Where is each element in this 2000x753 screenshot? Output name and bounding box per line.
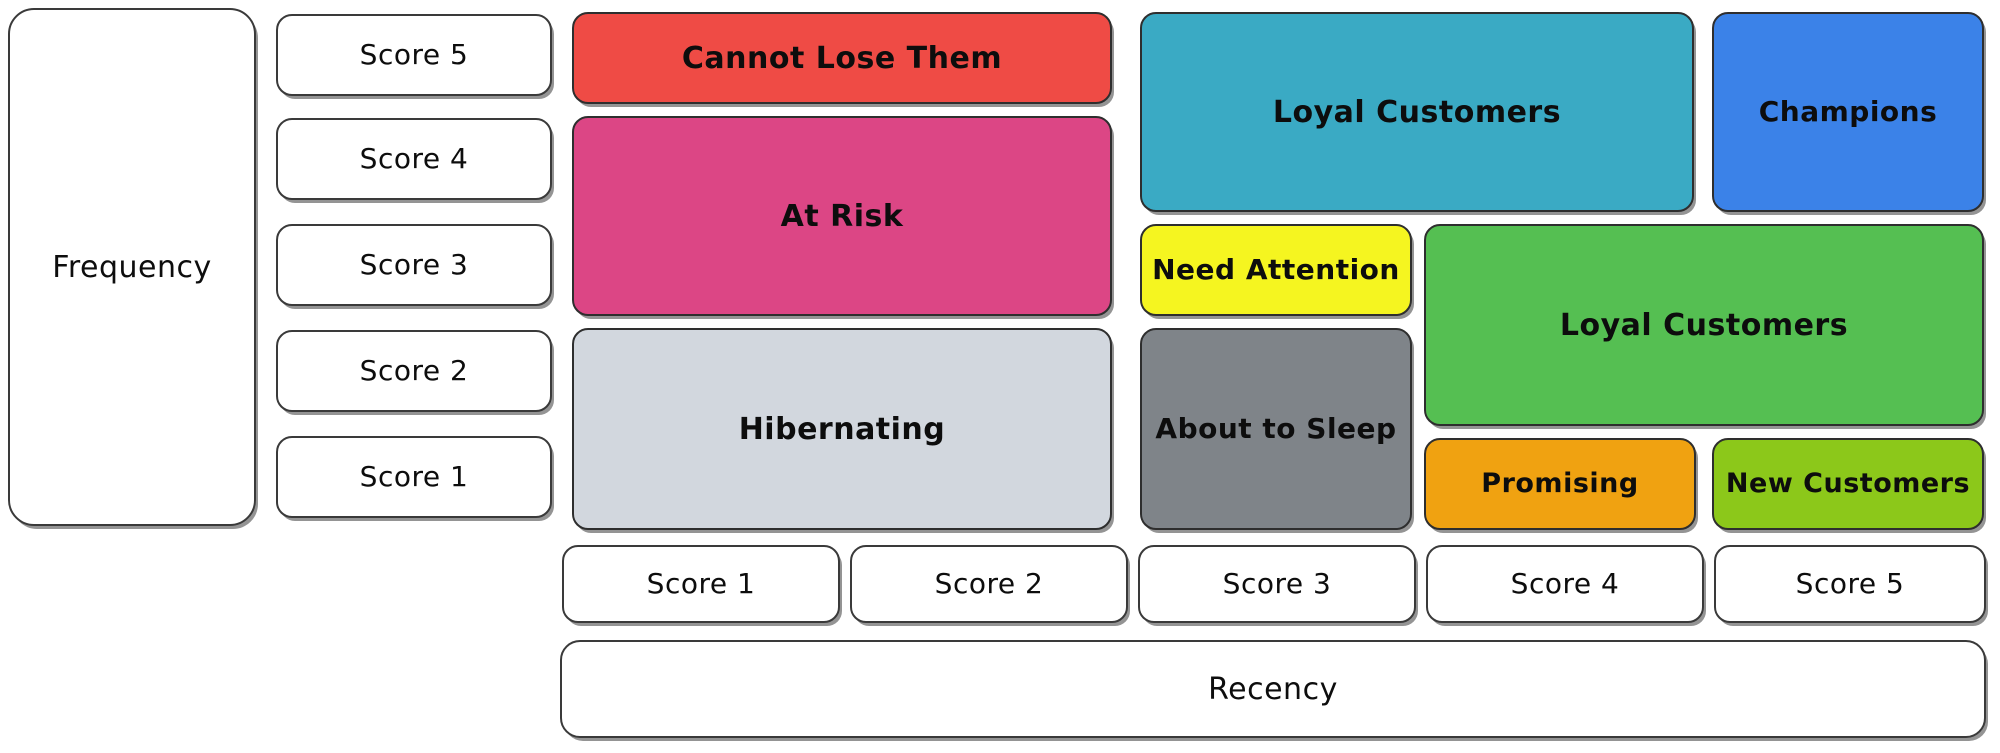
segment-hibernating[interactable]: Hibernating [572,328,1112,530]
segment-champions[interactable]: Champions [1712,12,1984,212]
segment-new-customers[interactable]: New Customers [1712,438,1984,530]
frequency-axis-label: Frequency [8,8,256,526]
segment-promising[interactable]: Promising [1424,438,1696,530]
recency-score-3[interactable]: Score 3 [1138,545,1416,623]
segment-cannot-lose-them[interactable]: Cannot Lose Them [572,12,1112,104]
frequency-score-4[interactable]: Score 4 [276,118,552,200]
segment-at-risk[interactable]: At Risk [572,116,1112,316]
recency-score-1[interactable]: Score 1 [562,545,840,623]
frequency-score-5[interactable]: Score 5 [276,14,552,96]
segment-about-to-sleep[interactable]: About to Sleep [1140,328,1412,530]
recency-score-5[interactable]: Score 5 [1714,545,1986,623]
recency-score-4[interactable]: Score 4 [1426,545,1704,623]
segment-loyal-customers-teal[interactable]: Loyal Customers [1140,12,1694,212]
segment-loyal-customers-green[interactable]: Loyal Customers [1424,224,1984,426]
recency-score-2[interactable]: Score 2 [850,545,1128,623]
segment-need-attention[interactable]: Need Attention [1140,224,1412,316]
frequency-score-3[interactable]: Score 3 [276,224,552,306]
frequency-score-1[interactable]: Score 1 [276,436,552,518]
frequency-score-2[interactable]: Score 2 [276,330,552,412]
recency-axis-label: Recency [560,640,1986,738]
